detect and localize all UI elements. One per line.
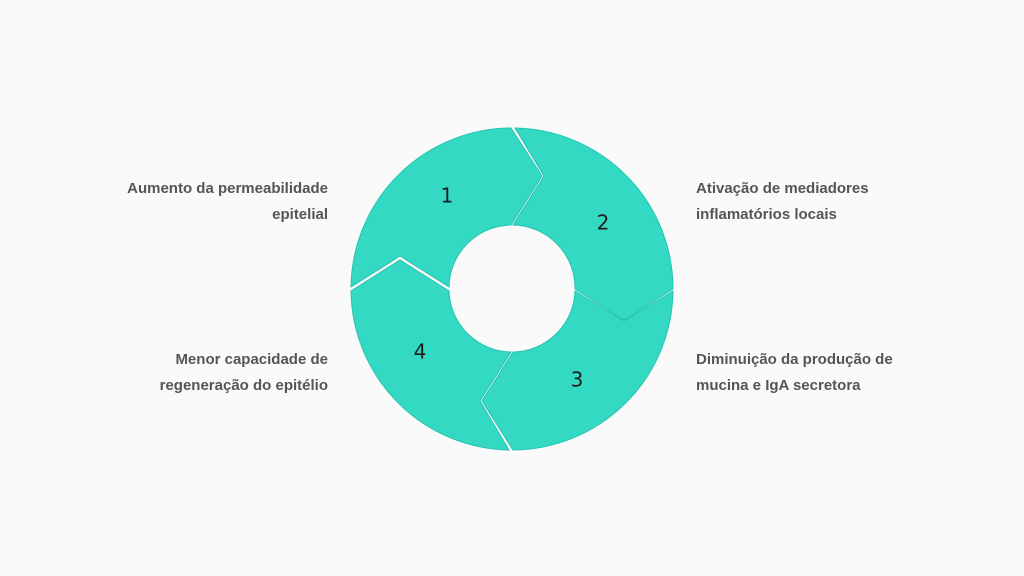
step-2-label: Ativação de mediadores inflamatórios loc… [696,176,996,228]
step-3-label-line-1: Diminuição da produção de [696,351,893,368]
segment-2-number: 2 [597,211,610,235]
segment-4 [350,259,512,451]
step-1-label-line-2: epitelial [272,206,328,223]
step-4-label-line-1: Menor capacidade de [175,351,328,368]
segment-2 [512,127,674,321]
segment-3-number: 3 [571,368,584,392]
step-1-label: Aumento da permeabilidade epitelial [28,176,328,228]
step-1-label-line-1: Aumento da permeabilidade [127,180,328,197]
segment-1 [350,127,543,288]
step-4-label-line-2: regeneração do epitélio [159,377,328,394]
step-2-label-line-2: inflamatórios locais [696,206,837,223]
step-3-label: Diminuição da produção de mucina e IgA s… [696,347,996,399]
step-4-label: Menor capacidade de regeneração do epité… [28,347,328,399]
step-3-label-line-2: mucina e IgA secretora [696,377,861,394]
segment-4-number: 4 [414,340,427,364]
step-2-label-line-1: Ativação de mediadores [696,180,869,197]
segment-3 [481,290,674,451]
segment-1-number: 1 [441,184,454,208]
